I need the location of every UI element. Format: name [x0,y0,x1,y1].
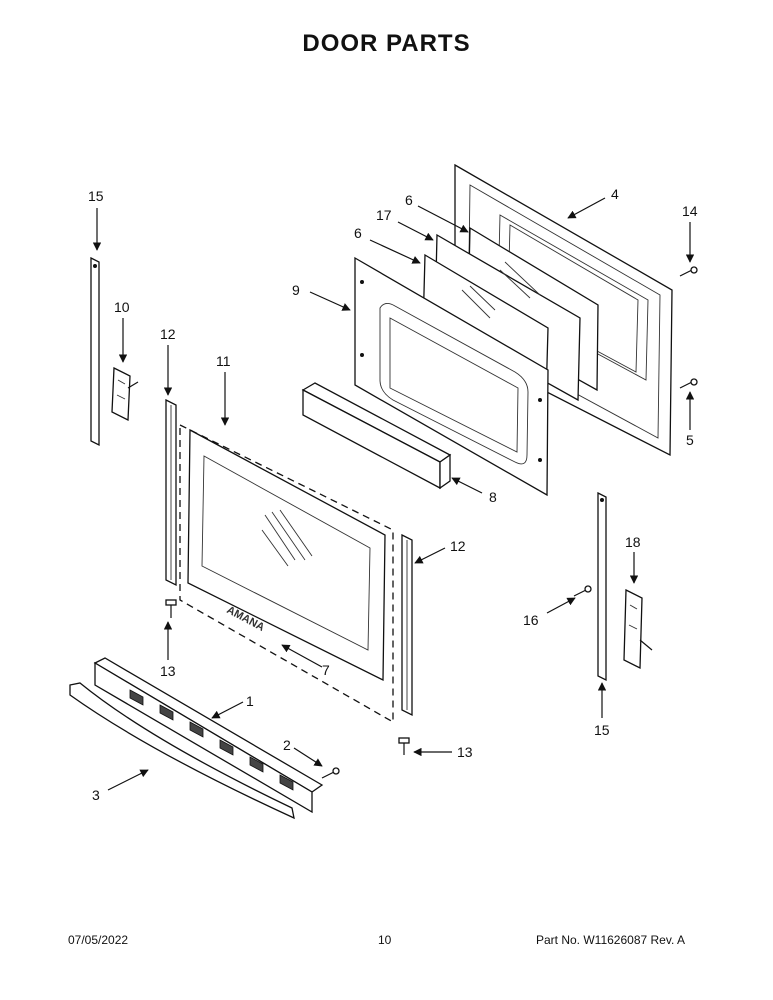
callout-10: 10 [114,299,130,315]
door-vent-trim [93,657,324,814]
footer-page-number: 10 [378,933,392,947]
callout-11: 11 [216,353,231,369]
door-side-trim-left [165,398,177,587]
door-handle [69,682,295,820]
inner-door-frame [354,256,549,497]
door-insulation [301,382,452,490]
callout-8: 8 [489,489,497,505]
screw-14 [679,266,698,277]
callout-16: 16 [523,612,539,628]
callout-1: 1 [246,693,254,709]
callout-15-top: 15 [88,188,104,204]
callout-17: 17 [376,207,392,223]
screw-13-left [165,599,177,618]
screw-16 [573,585,592,597]
hinge-right [623,588,653,670]
callout-18: 18 [625,534,641,550]
screw-5 [679,378,698,389]
callout-13-left: 13 [160,663,176,679]
callout-7: 7 [322,662,330,678]
screw-13-right [398,737,410,755]
callout-5: 5 [686,432,694,448]
callout-3: 3 [92,787,100,803]
callout-13-right: 13 [457,744,473,760]
callout-15-bottom: 15 [594,722,610,738]
callout-2: 2 [283,737,291,753]
callout-4: 4 [611,186,619,202]
callout-6-upper: 6 [405,192,413,208]
hinge-receiver-left [90,256,100,447]
hinge-left [111,366,139,422]
page-title: DOOR PARTS [302,30,471,57]
hinge-receiver-right [597,491,607,682]
outer-glass-door: AMANA [179,423,394,724]
door-side-trim-right [401,533,413,717]
callout-12-left: 12 [160,326,176,342]
footer-part-number: Part No. W11626087 Rev. A [536,933,685,947]
callout-14: 14 [682,203,698,219]
leader-lines [92,197,695,791]
footer-date: 07/05/2022 [68,933,129,947]
callout-6-lower: 6 [354,225,362,241]
callout-9: 9 [292,282,300,298]
callout-12-right: 12 [450,538,466,554]
screw-2 [321,767,340,779]
